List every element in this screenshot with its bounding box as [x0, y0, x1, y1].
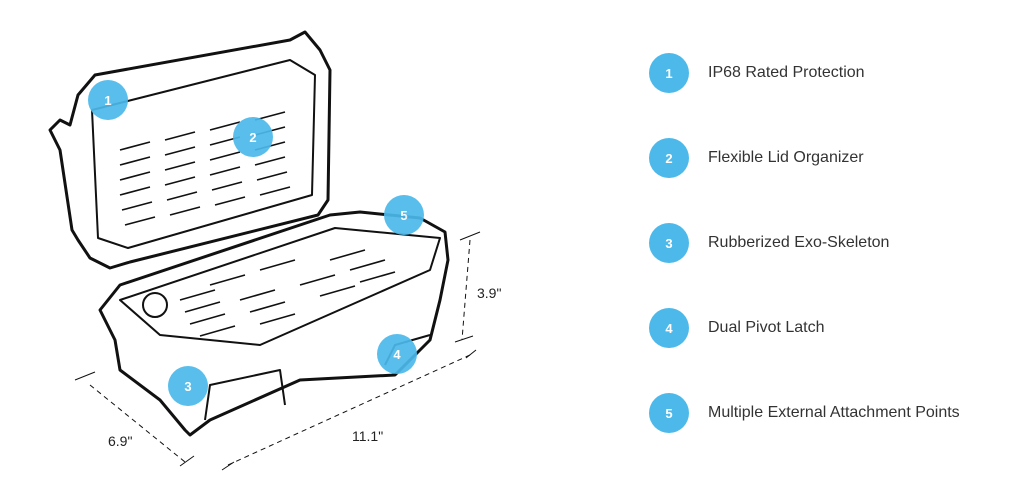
callout-badge-1: 1	[88, 80, 128, 120]
callout-badge-4: 4	[377, 334, 417, 374]
dimension-lines	[89, 239, 471, 466]
legend-badge: 4	[649, 308, 689, 348]
dimension-height: 3.9"	[477, 285, 502, 301]
callout-badge-5: 5	[384, 195, 424, 235]
legend-item: 3 Rubberized Exo-Skeleton	[649, 223, 889, 263]
legend-label: Dual Pivot Latch	[708, 319, 825, 336]
dimension-length: 11.1"	[352, 428, 384, 444]
legend-badge: 5	[649, 393, 689, 433]
legend-item: 2 Flexible Lid Organizer	[649, 138, 864, 178]
legend-label: Multiple External Attachment Points	[708, 404, 960, 421]
legend-badge: 1	[649, 53, 689, 93]
legend-item: 1 IP68 Rated Protection	[649, 53, 865, 93]
callout-badge-3: 3	[168, 366, 208, 406]
case-illustration	[48, 30, 481, 471]
legend-item: 4 Dual Pivot Latch	[649, 308, 825, 348]
legend-item: 5 Multiple External Attachment Points	[649, 393, 960, 433]
dimension-depth: 6.9"	[108, 433, 133, 449]
lid-slots	[119, 111, 291, 226]
legend-label: Rubberized Exo-Skeleton	[708, 234, 890, 251]
legend-label: Flexible Lid Organizer	[708, 149, 864, 166]
tray-slots	[179, 249, 396, 337]
case-body	[98, 210, 450, 437]
legend-badge: 2	[649, 138, 689, 178]
legend-label: IP68 Rated Protection	[708, 64, 865, 81]
legend-badge: 3	[649, 223, 689, 263]
case-lid	[48, 30, 332, 270]
callout-badge-2: 2	[233, 117, 273, 157]
